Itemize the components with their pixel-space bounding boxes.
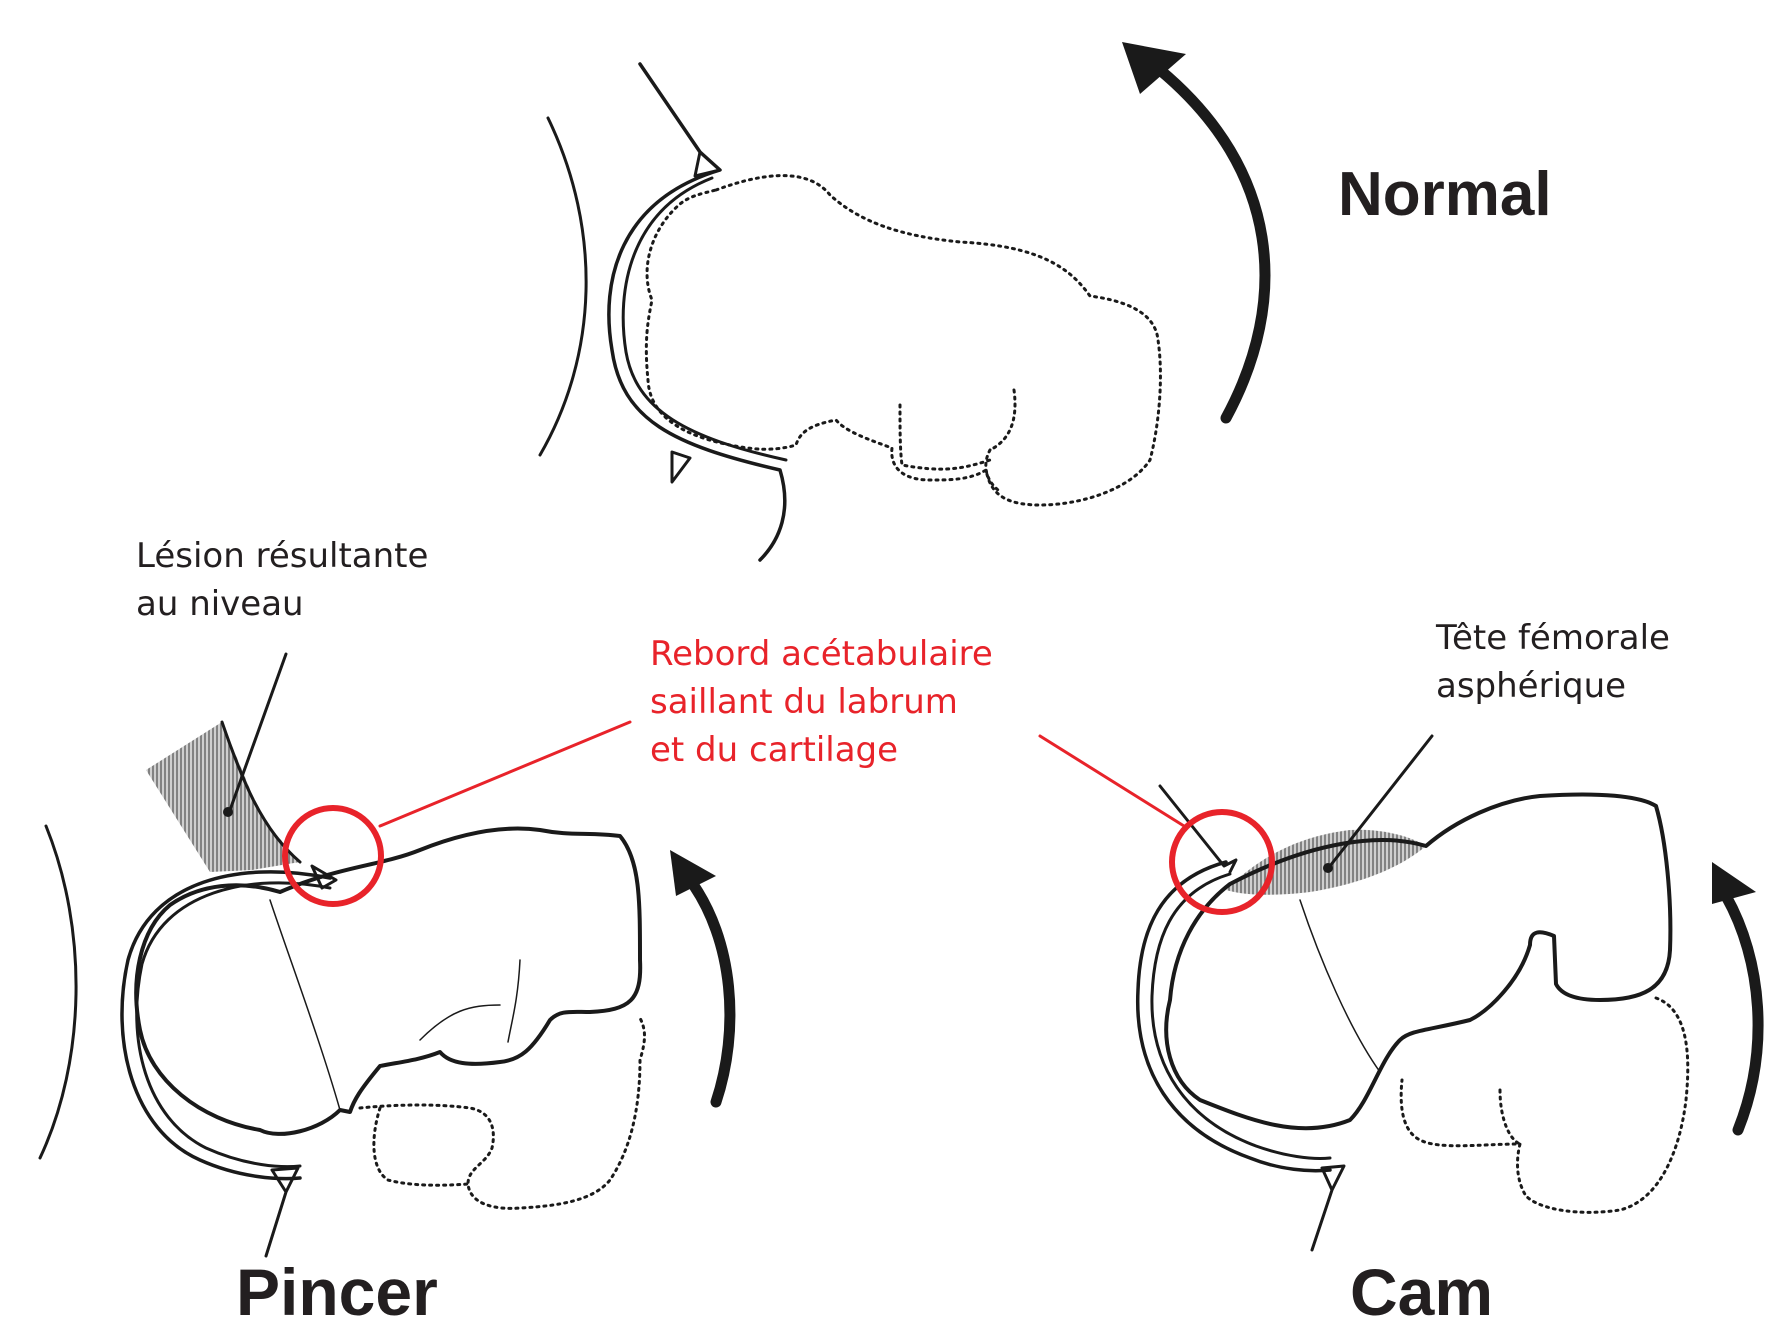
normal-acetabulum-rim [609, 64, 785, 560]
pincer-rim-highlight-circle [285, 808, 381, 904]
cam-femur-neck-line [1300, 900, 1380, 1072]
normal-rotation-arrow [1160, 70, 1265, 418]
pincer-hip [40, 654, 730, 1256]
pincer-labrum-lower [266, 1168, 298, 1256]
cam-label: Cam [1350, 1256, 1493, 1328]
normal-acetabulum-inner-rim [623, 152, 786, 460]
pincer-femur-neck-line [270, 900, 340, 1110]
cam-rotation-arrowhead [1712, 862, 1756, 904]
normal-pelvis-outer-curve [540, 118, 586, 455]
pincer-lesion-pointer [230, 654, 286, 810]
acetabular-rim-annotation: Rebord acétabulaire saillant du labrum e… [650, 630, 993, 774]
pincer-lesion-hatched [146, 722, 300, 872]
normal-lower-labrum [672, 452, 690, 482]
cam-femur-dotted [1401, 998, 1688, 1212]
cam-rim-callout-line [1040, 736, 1184, 826]
femoral-head-annotation: Tête fémorale asphérique [1436, 614, 1670, 710]
normal-femur-dotted-inner [900, 390, 1015, 490]
pincer-femur-trochanter-line [420, 960, 520, 1042]
cam-asphericity-pointer-dot [1323, 863, 1333, 873]
cam-rotation-arrow [1726, 896, 1758, 1130]
cam-femur-outline [1166, 794, 1670, 1128]
cam-labrum-lower [1312, 1166, 1344, 1250]
pincer-femur-dotted [360, 1018, 645, 1208]
pincer-pelvis-outer-curve [40, 826, 76, 1158]
lesion-annotation: Lésion résultante au niveau [136, 532, 428, 628]
pincer-rim-callout-line [380, 722, 630, 826]
pincer-label: Pincer [236, 1256, 438, 1328]
normal-hip [540, 42, 1265, 560]
normal-label: Normal [1338, 160, 1552, 230]
pincer-femur-outline [136, 829, 640, 1134]
pincer-rotation-arrow [690, 880, 730, 1102]
pincer-lesion-pointer-dot [223, 807, 233, 817]
